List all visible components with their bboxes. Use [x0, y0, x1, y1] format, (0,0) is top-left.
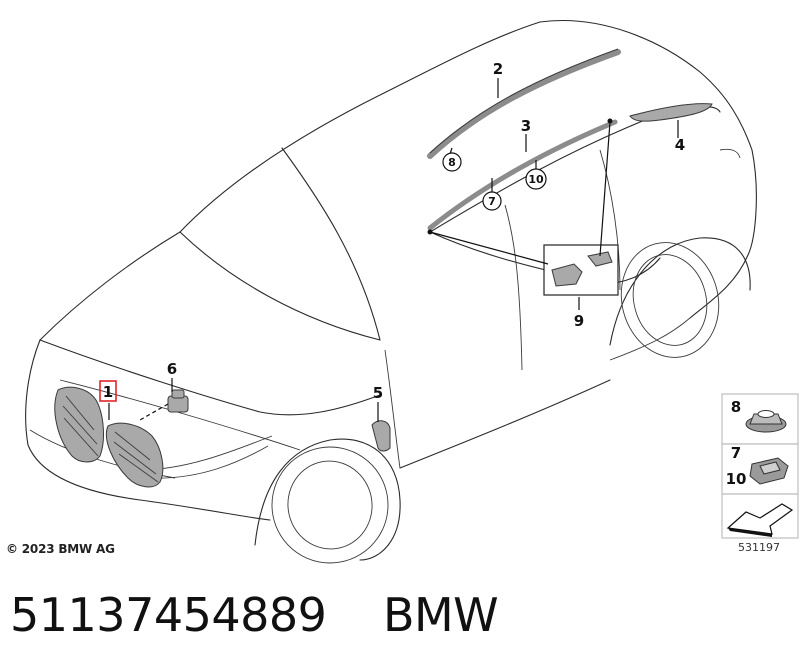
- callout-6: 6: [167, 360, 177, 378]
- callout-8-circle: [442, 152, 462, 172]
- nut-icon: [745, 410, 787, 433]
- rear-spoiler-trim: [629, 103, 713, 122]
- clip-icon: [749, 457, 789, 485]
- sensor-module: [167, 389, 189, 413]
- callout-labels: 1 2 3 4 5 6 9 8 10 7: [99, 60, 685, 402]
- legend-label-8: 8: [731, 398, 741, 416]
- car-outline: [25, 20, 757, 564]
- part-number: 51137454889: [10, 588, 327, 642]
- arrow-icon: [726, 503, 794, 537]
- roof-moulding-strip: [427, 48, 621, 159]
- image-number: 531197: [738, 541, 780, 554]
- side-roof-strip: [427, 119, 618, 231]
- copyright-text: © 2023 BMW AG: [6, 542, 115, 556]
- kidney-grille: [54, 386, 164, 488]
- brand-name: BMW: [382, 588, 499, 642]
- callout-2: 2: [493, 60, 503, 78]
- callout-1-highlight-box: [99, 380, 117, 402]
- callout-7-circle: [482, 191, 502, 211]
- door-bracket: [371, 420, 391, 452]
- callout-7: 7: [488, 195, 496, 208]
- callout-9: 9: [574, 312, 584, 330]
- callout-5: 5: [373, 384, 383, 402]
- legend-label-7: 7: [731, 444, 741, 462]
- legend-label-10: 10: [726, 470, 747, 488]
- part-caption: 51137454889 BMW: [10, 588, 499, 642]
- callout-3: 3: [521, 117, 531, 135]
- callout-1: 1: [103, 383, 113, 401]
- callout-8: 8: [448, 156, 456, 169]
- detail-box-clips: [543, 244, 619, 296]
- callout-10: 10: [528, 173, 544, 186]
- callout-4: 4: [675, 136, 685, 154]
- fastener-legend: 8 7 10: [721, 393, 799, 539]
- callout-10-circle: [525, 168, 547, 190]
- leader-lines: [108, 78, 679, 422]
